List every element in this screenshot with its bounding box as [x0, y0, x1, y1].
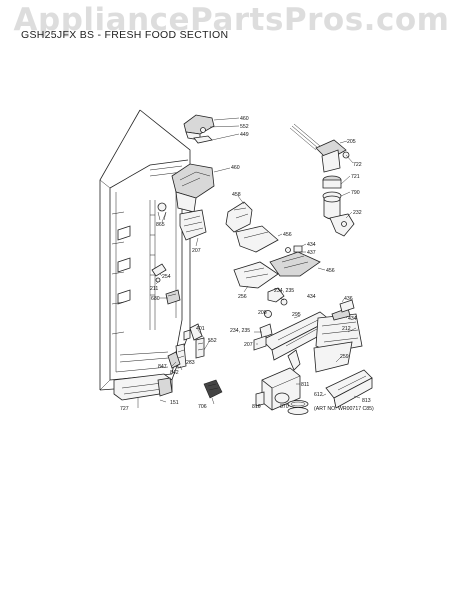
part-label: 721	[351, 174, 360, 180]
part-label: 151	[170, 400, 179, 406]
part-label: 727	[120, 406, 129, 412]
part-label: 205	[347, 139, 356, 145]
water-filter-housing	[255, 349, 309, 415]
part-label: 436	[344, 296, 353, 302]
lamp-shield	[233, 261, 288, 306]
part-label: 232	[353, 210, 362, 216]
art-number-note: (ART NO. WR00717 C85)	[314, 406, 374, 412]
part-label: 212	[342, 326, 351, 332]
part-label: 295	[292, 312, 301, 318]
part-label: 552	[208, 338, 217, 344]
part-label: 680	[151, 296, 160, 302]
part-label: 456	[326, 268, 335, 274]
part-label: 552	[240, 124, 249, 130]
air-duct-assembly	[157, 163, 279, 253]
part-label: 211	[150, 286, 158, 292]
control-housing-assembly	[289, 123, 355, 237]
part-label: 207	[244, 342, 253, 348]
section-title: GSH25JFX BS - FRESH FOOD SECTION	[21, 29, 229, 41]
part-label: 790	[351, 190, 360, 196]
part-label: 207	[192, 248, 201, 254]
part-label: 208	[258, 310, 267, 316]
part-label: 810	[252, 404, 261, 410]
part-label: 449	[240, 132, 249, 138]
part-label: 259	[340, 354, 349, 360]
part-label: 256	[238, 294, 247, 300]
part-label: 234, 235	[230, 328, 250, 334]
part-label: 456	[283, 232, 292, 238]
part-label: 706	[198, 404, 207, 410]
filter-bypass-tube	[325, 369, 373, 409]
leveling-cap	[203, 379, 223, 399]
part-label: 870	[280, 404, 289, 410]
part-label: 263	[186, 360, 195, 366]
part-label: 813	[362, 398, 371, 404]
part-label: 401	[196, 326, 205, 332]
light-cover-assembly	[269, 245, 321, 277]
part-label: 842	[170, 370, 179, 376]
top-hinge-assembly	[183, 114, 215, 144]
part-label: 254	[162, 274, 171, 280]
part-label: 865	[156, 222, 165, 228]
part-label: 234, 235	[274, 288, 294, 294]
rear-brackets	[253, 310, 273, 351]
part-label: 612	[314, 392, 323, 398]
part-label: 434	[307, 242, 316, 248]
part-label: 847	[158, 364, 167, 370]
part-label: 434	[348, 316, 357, 322]
pan-cover-assembly	[261, 299, 363, 373]
part-label: 460	[240, 116, 249, 122]
part-label: 811	[301, 382, 309, 388]
part-label: 437	[307, 250, 316, 256]
part-label: 722	[353, 162, 362, 168]
bottom-grille	[113, 373, 173, 401]
part-callouts: 460 552 449 205 722 721 790 232 460 865 …	[120, 116, 374, 412]
part-label: 434	[307, 294, 316, 300]
shelf-supports	[167, 323, 205, 369]
fasteners-left	[151, 263, 181, 305]
part-label: 458	[232, 192, 241, 198]
shelf-slots	[111, 200, 156, 335]
leader-lines	[137, 117, 361, 408]
part-label: 460	[231, 165, 240, 171]
